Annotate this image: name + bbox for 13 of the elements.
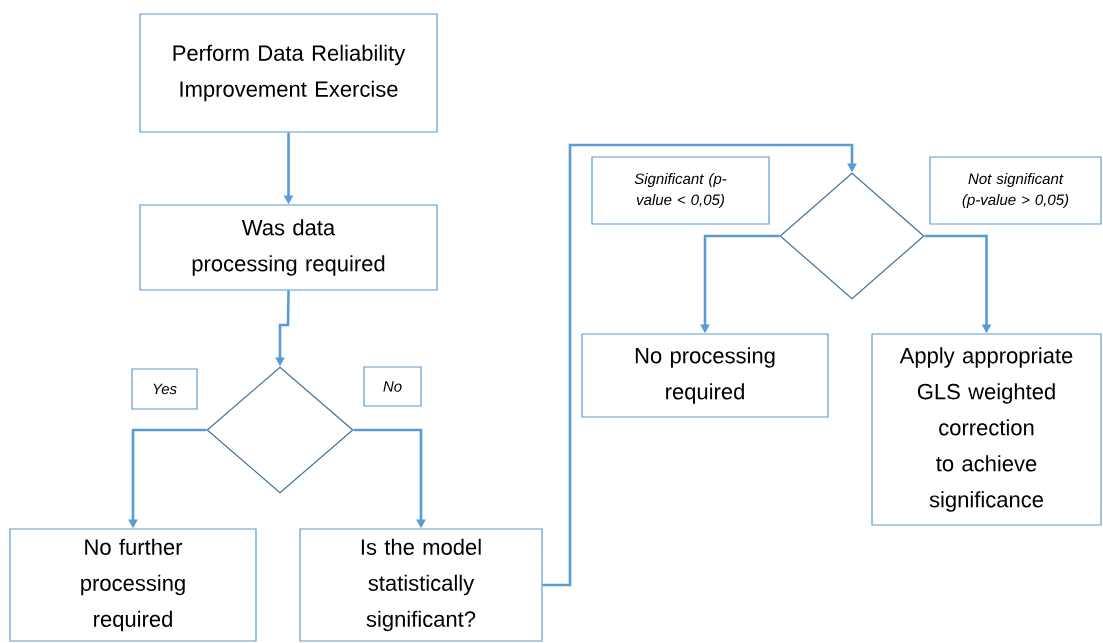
arrow (542, 143, 857, 587)
process-box: Perform Data Reliability Improvement Exercise (139, 13, 438, 133)
process-box: Apply appropriate GLS weighted correction to achieve significance (871, 333, 1102, 526)
branch-label-box: No (363, 366, 422, 407)
decision-diamond (779, 172, 925, 300)
branch-label-box: Significant (p-value < 0,05) (591, 156, 770, 225)
branch-label-box: Yes (131, 368, 198, 410)
process-box: Is the model statistically significant? (299, 528, 543, 642)
branch-label-box: Not significant (p-value > 0,05) (929, 156, 1102, 225)
process-box: No further processing required (9, 528, 257, 642)
process-box: Was data processing required (139, 204, 438, 291)
process-box: No processing required (581, 333, 829, 418)
decision-diamond (206, 366, 354, 494)
